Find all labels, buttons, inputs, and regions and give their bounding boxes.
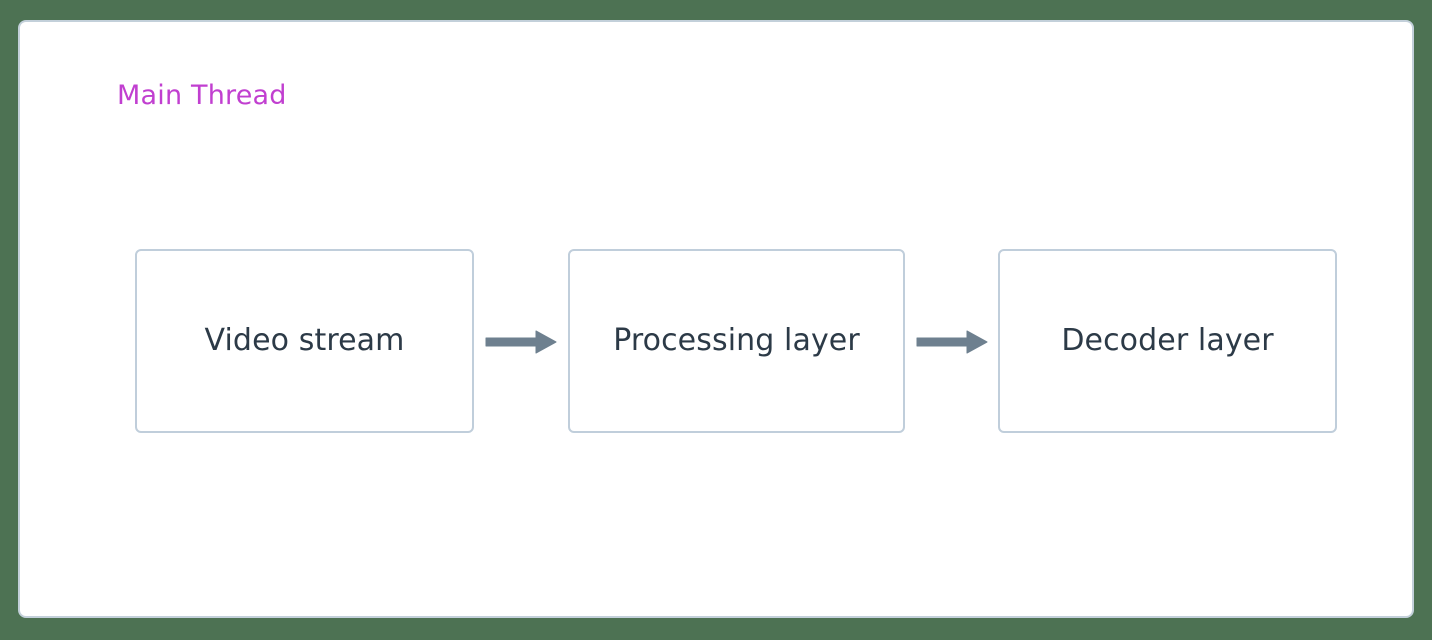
node-label-video-stream: Video stream bbox=[204, 323, 405, 358]
arrow-right-icon bbox=[916, 330, 988, 354]
subgraph-main-thread: Main Thread Video stream Processing laye… bbox=[18, 20, 1414, 618]
edge-video-stream-to-processing-layer bbox=[474, 318, 568, 366]
arrow-right-icon bbox=[485, 330, 557, 354]
node-label-decoder-layer: Decoder layer bbox=[1061, 323, 1274, 358]
node-processing-layer[interactable]: Processing layer bbox=[568, 249, 905, 433]
node-decoder-layer[interactable]: Decoder layer bbox=[998, 249, 1337, 433]
node-label-processing-layer: Processing layer bbox=[613, 323, 860, 358]
node-video-stream[interactable]: Video stream bbox=[135, 249, 474, 433]
subgraph-title-main-thread: Main Thread bbox=[117, 80, 287, 111]
edge-processing-layer-to-decoder-layer bbox=[905, 318, 998, 366]
